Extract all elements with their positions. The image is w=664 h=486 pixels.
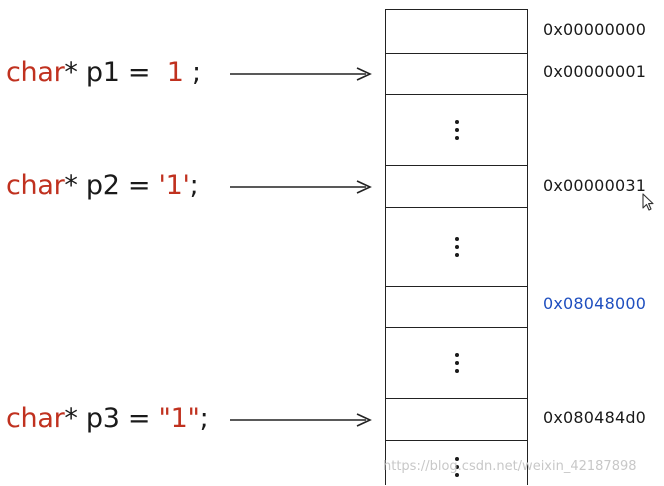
vertical-ellipsis-icon	[454, 233, 459, 261]
memory-cell-0x00000001	[385, 53, 528, 95]
memory-gap	[385, 328, 528, 399]
decl-semicolon: ;	[199, 403, 209, 434]
declaration-p1: char* p1 = 1 ;	[6, 53, 201, 93]
memory-column	[385, 9, 528, 486]
memory-gap	[385, 95, 528, 166]
decl-rest: * p2 =	[64, 170, 151, 201]
declaration-p3: char* p3 = "1";	[6, 399, 209, 439]
arrow-p2	[230, 177, 375, 197]
decl-rest: * p1 =	[64, 57, 151, 88]
memory-cell-0x00000000	[385, 9, 528, 54]
arrow-p3	[230, 410, 375, 430]
decl-semicolon: ;	[191, 57, 201, 88]
vertical-ellipsis-icon	[454, 116, 459, 144]
memory-cell-0x08048000	[385, 287, 528, 328]
address-label: 0x080484d0	[543, 408, 647, 427]
decl-keyword: char	[6, 170, 65, 201]
address-label: 0x00000001	[543, 62, 647, 81]
decl-semicolon: ;	[189, 170, 199, 201]
arrow-icon	[230, 67, 372, 81]
decl-keyword: char	[6, 57, 65, 88]
decl-literal: "1"	[158, 403, 200, 434]
memory-gap	[385, 208, 528, 287]
memory-cell-0x00000031	[385, 166, 528, 208]
watermark: https://blog.csdn.net/weixin_42187898	[383, 459, 637, 474]
address-label-highlight: 0x08048000	[543, 294, 647, 313]
mouse-cursor-icon	[642, 193, 656, 217]
memory-gap	[385, 441, 528, 485]
decl-literal: 1	[166, 57, 184, 88]
arrow-icon	[230, 180, 372, 194]
memory-cell-0x080484d0	[385, 399, 528, 441]
decl-keyword: char	[6, 403, 65, 434]
arrow-icon	[230, 413, 372, 427]
declaration-p2: char* p2 = '1';	[6, 166, 199, 206]
vertical-ellipsis-icon	[454, 453, 459, 481]
arrow-p1	[230, 64, 375, 84]
address-label: 0x00000031	[543, 176, 647, 195]
decl-literal: '1'	[158, 170, 190, 201]
address-label: 0x00000000	[543, 20, 647, 39]
vertical-ellipsis-icon	[454, 349, 459, 377]
decl-rest: * p3 =	[64, 403, 151, 434]
